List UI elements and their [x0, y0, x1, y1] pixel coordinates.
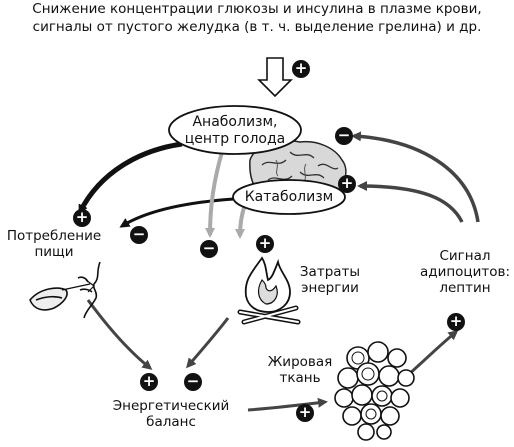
- adipose-tissue-label-line-1: Жировая: [267, 354, 333, 370]
- fire-icon: [237, 256, 301, 325]
- energy-balance-label-line-2: баланс: [146, 414, 196, 430]
- arrow-food-to-balance: [86, 299, 153, 370]
- energy-balance-label: Энергетический баланс: [96, 398, 246, 430]
- energy-expenditure-label-line-1: Затраты: [299, 264, 361, 280]
- anabolism-label-line-2: центр голода: [184, 131, 286, 147]
- food-intake-label-line-1: Потребление: [6, 228, 102, 244]
- energy-expenditure-label: Затраты энергии: [298, 264, 362, 296]
- arrow-anabolism-to-expenditure: [205, 151, 224, 238]
- plus-sign-balance-food: +: [140, 373, 158, 391]
- arrow-catabolism-to-food: [119, 197, 235, 228]
- arrow-leptin-to-anabolism: [351, 131, 480, 223]
- caption-line-2: сигналы от пустого желудка (в т. ч. выде…: [32, 19, 482, 35]
- adipocyte-signal-label-line-2: адипоцитов:: [419, 264, 511, 280]
- minus-sign-food-catab: −: [130, 226, 148, 244]
- adipocyte-signal-label: Сигнал адипоцитов: лептин: [418, 248, 512, 296]
- adipose-tissue-label: Жировая ткань: [262, 354, 338, 386]
- arrow-anabolism-to-food: [77, 141, 183, 215]
- fat-cells-icon: [334, 341, 415, 441]
- energy-balance-label-line-1: Энергетический: [112, 398, 230, 414]
- anabolism-ellipse: [168, 105, 302, 155]
- plus-sign-leptin-catab: +: [338, 175, 356, 193]
- adipose-tissue-label-line-2: ткань: [279, 370, 321, 386]
- hollow-down-arrow-icon: [257, 57, 293, 98]
- food-intake-label-line-2: пищи: [34, 244, 74, 260]
- arrow-balance-to-adipose: [247, 397, 328, 412]
- plus-sign-leptin: +: [447, 313, 465, 331]
- plus-sign-food-anab: +: [73, 209, 91, 227]
- anabolism-label: Анаболизм, центр голода: [170, 114, 300, 148]
- adipocyte-signal-label-line-3: лептин: [439, 280, 491, 296]
- minus-sign-balance-expend: −: [184, 373, 202, 391]
- energy-expenditure-label-line-2: энергии: [301, 280, 359, 296]
- adipocyte-signal-label-line-1: Сигнал: [439, 248, 491, 264]
- plus-sign-adipose: +: [296, 404, 314, 422]
- catabolism-label: Катаболизм: [244, 189, 334, 205]
- mouth-eating-icon: [29, 261, 101, 319]
- arrow-expenditure-to-balance: [186, 317, 230, 369]
- arrow-adipose-to-leptin: [407, 330, 459, 377]
- food-intake-label: Потребление пищи: [4, 228, 104, 260]
- anabolism-label-line-1: Анаболизм,: [192, 114, 278, 130]
- plus-sign-caption: +: [292, 60, 310, 78]
- caption-line-1: Снижение концентрации глюкозы и инсулина…: [32, 1, 482, 17]
- plus-sign-expend-catab: +: [256, 235, 274, 253]
- catabolism-ellipse: [232, 179, 346, 215]
- arrow-leptin-to-catabolism: [357, 181, 464, 223]
- minus-sign-expend-anab: −: [200, 240, 218, 258]
- minus-sign-leptin-anab: −: [335, 127, 353, 145]
